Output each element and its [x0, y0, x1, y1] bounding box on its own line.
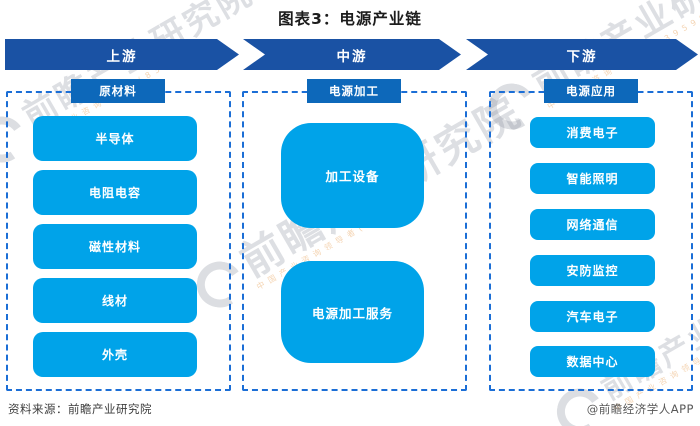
- chain-item-network-communication: 网络通信: [530, 209, 655, 240]
- source-note: 资料来源：前瞻产业研究院: [8, 402, 152, 416]
- column-header-power-processing: 电源加工: [307, 79, 401, 103]
- chain-item-semiconductor: 半导体: [33, 116, 197, 161]
- chain-item-housing: 外壳: [33, 332, 197, 377]
- chain-item-processing-equipment: 加工设备: [281, 123, 424, 228]
- chain-item-consumer-electronics: 消费电子: [530, 117, 655, 148]
- chain-item-data-center: 数据中心: [530, 346, 655, 377]
- stage-arrow-downstream: 下游: [466, 39, 698, 70]
- stage-arrow-upstream: 上游: [5, 39, 239, 70]
- stage-arrow-midstream-label: 中游: [336, 48, 368, 65]
- column-header-power-applications: 电源应用: [544, 79, 638, 103]
- page-title: 图表3：电源产业链: [278, 10, 422, 28]
- chain-item-automotive-electronics: 汽车电子: [530, 301, 655, 332]
- stage-arrow-upstream-label: 上游: [106, 48, 138, 65]
- chain-item-magnetic-materials: 磁性材料: [33, 224, 197, 269]
- column-header-raw-materials: 原材料: [71, 79, 165, 103]
- chain-item-wire: 线材: [33, 278, 197, 323]
- credit-note: @前瞻经济学人APP: [586, 402, 694, 416]
- stage-arrow-midstream: 中游: [243, 39, 461, 70]
- chain-item-security-monitoring: 安防监控: [530, 255, 655, 286]
- chain-item-processing-services: 电源加工服务: [281, 261, 424, 363]
- stage-arrow-downstream-label: 下游: [566, 48, 598, 65]
- chain-item-resistors-capacitors: 电阻电容: [33, 170, 197, 215]
- chain-item-smart-lighting: 智能照明: [530, 163, 655, 194]
